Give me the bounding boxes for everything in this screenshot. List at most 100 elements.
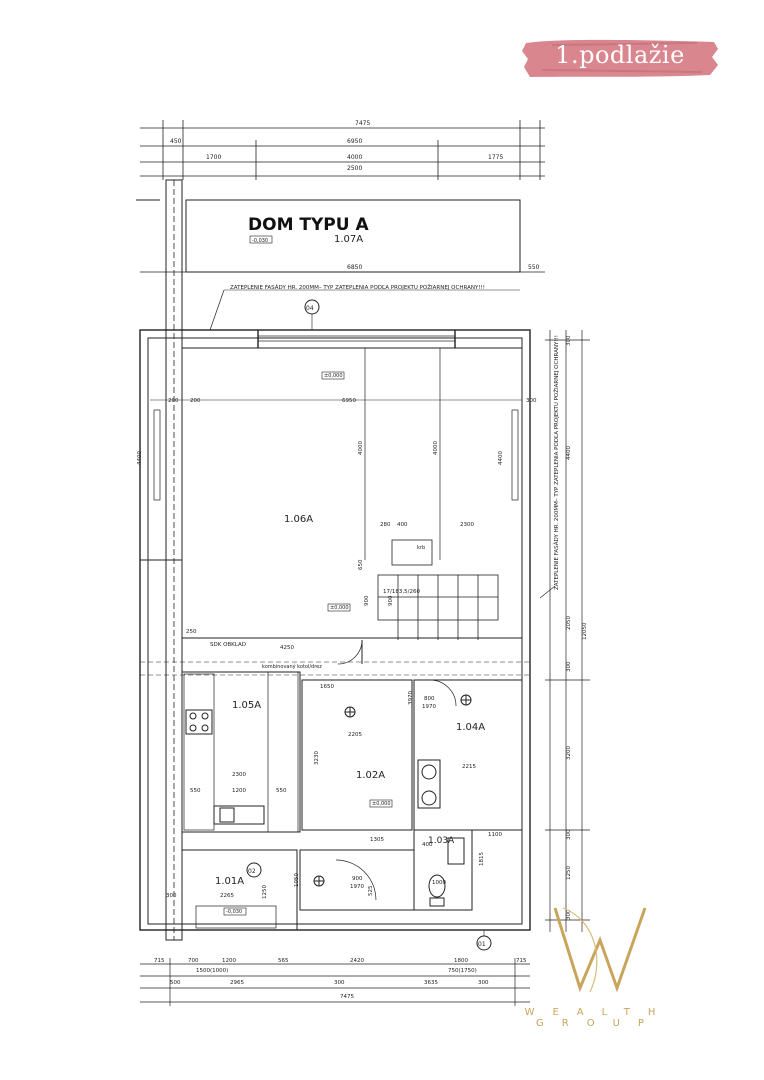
axis-04: 04 (306, 305, 314, 312)
dim-top-8: 6850 (347, 264, 362, 271)
dim-top-6: 1775 (488, 154, 503, 161)
dim-r2: 4400 (566, 446, 572, 460)
axis-01: 01 (478, 941, 486, 948)
dim-i2: 6950 (342, 398, 356, 404)
dim-b1: 715 (154, 958, 165, 964)
dim-i22: 2300 (232, 772, 246, 778)
dim-top-9: 550 (528, 264, 540, 271)
dim-top-4: 1700 (206, 154, 221, 161)
dim-r4: 12050 (582, 622, 588, 640)
bottom-dimensions: 715 700 1200 565 2420 1800 715 1500(1000… (154, 958, 527, 1000)
dim-i5: 4400 (498, 451, 504, 465)
dim-r6: 3200 (566, 746, 572, 760)
dim-top-2: 450 (170, 138, 182, 145)
dim-i37: 1250 (262, 885, 268, 899)
level-bottom: -0,030 (226, 909, 242, 915)
level-bath: ±0,000 (372, 801, 391, 807)
dim-b2: 700 (188, 958, 199, 964)
terrace-outline (136, 199, 521, 273)
dimension-lines-top (140, 120, 545, 273)
dim-b9: 750(1750) (448, 968, 477, 974)
entry (181, 849, 415, 931)
dim-b13: 3635 (424, 980, 438, 986)
dim-i9: 400 (397, 522, 408, 528)
dim-b10: 500 (170, 980, 181, 986)
dim-r9: 300 (566, 909, 572, 920)
dim-top-1: 7475 (355, 120, 370, 127)
krb-label: krb (417, 545, 425, 551)
dim-b15: 7475 (340, 994, 354, 1000)
dim-top-3: 6950 (347, 138, 362, 145)
facade-note-top: ZATEPLENIE FASÁDY HR. 200MM– TYP ZATEPLE… (230, 283, 485, 291)
dim-b14: 300 (478, 980, 489, 986)
dim-i17: 1970 (422, 704, 436, 710)
floor-badge-label: 1.podlažie (555, 41, 685, 69)
living-room (140, 347, 523, 639)
dim-b8: 1500(1000) (196, 968, 228, 974)
dimension-lines-bottom (140, 958, 530, 1006)
dim-i29: 1815 (479, 852, 485, 866)
dim-i18: 2205 (348, 732, 362, 738)
dim-i13: 250 (186, 629, 197, 635)
dim-i39: 900 (388, 595, 394, 606)
dim-r5: 300 (566, 661, 572, 672)
dim-i1: 200 (190, 398, 201, 404)
level-tag-top (249, 235, 273, 244)
dim-top-5: 4000 (347, 154, 362, 161)
hallway (301, 639, 413, 831)
dim-i10: 2300 (460, 522, 474, 528)
dim-i35: 1050 (294, 873, 300, 887)
staircase (377, 539, 499, 640)
dim-i14: 4250 (280, 645, 294, 651)
floor-badge: 1.podlažie (522, 37, 718, 78)
dim-i20: 3970 (408, 691, 414, 705)
dim-i26: 1305 (370, 837, 384, 843)
level-top: -0,030 (252, 238, 268, 244)
axis-02: 02 (248, 868, 256, 875)
dim-i27: 1100 (488, 832, 502, 838)
brand-name: WEALTH GROUP (524, 1007, 674, 1029)
wealth-monogram-icon (553, 907, 647, 993)
room-1-06a: 1.06A (284, 514, 313, 525)
level-living: ±0,000 (324, 373, 343, 379)
dim-i31: 300 (166, 893, 177, 899)
dim-i34: 525 (368, 885, 374, 896)
dim-b3: 1200 (222, 958, 236, 964)
brush-stroke-icon (522, 39, 718, 77)
dim-i36: 1000 (432, 880, 446, 886)
room-1-04a: 1.04A (456, 722, 485, 733)
dim-i8: 280 (380, 522, 391, 528)
room-1-03a: 1.03A (428, 836, 455, 846)
facade-leader (209, 289, 225, 331)
dim-i12: 900 (364, 595, 370, 606)
dim-i21: 2215 (462, 764, 476, 770)
dim-b6: 1800 (454, 958, 468, 964)
dimension-lines-right (545, 330, 590, 932)
kitchen (181, 671, 301, 833)
dim-i38: 200 (168, 398, 179, 404)
room-1-04a-walls (413, 679, 523, 831)
dim-i4: 4400 (137, 451, 143, 465)
dim-i6: 4000 (358, 441, 364, 455)
dim-r8: 1250 (566, 866, 572, 880)
right-dimensions: 300 4400 2050 12050 300 3200 300 1250 30… (566, 335, 588, 920)
dim-i3: 300 (526, 398, 537, 404)
dim-i23: 550 (190, 788, 201, 794)
dim-b11: 2965 (230, 980, 244, 986)
dim-top-7: 2500 (347, 165, 362, 172)
dim-r3: 2050 (566, 616, 572, 630)
dim-i25: 550 (276, 788, 287, 794)
plan-title: DOM TYPU A (248, 215, 369, 235)
dim-i19: 3230 (314, 751, 320, 765)
stairs-note: 17/183,5/260 (383, 589, 420, 595)
room-1-01a: 1.01A (215, 876, 244, 887)
room-1-07a: 1.07A (334, 234, 363, 245)
interior-dimensions: 200 6950 300 4400 4400 4000 4000 280 400… (137, 398, 537, 899)
room-1-05a: 1.05A (232, 700, 261, 711)
dim-r1: 300 (566, 335, 572, 346)
dim-b7: 715 (516, 958, 527, 964)
dim-i16: 800 (424, 696, 435, 702)
dim-i24: 1200 (232, 788, 246, 794)
facade-note-right: ZATEPLENIE FASÁDY HR. 200MM– TYP ZATEPLE… (552, 335, 560, 590)
